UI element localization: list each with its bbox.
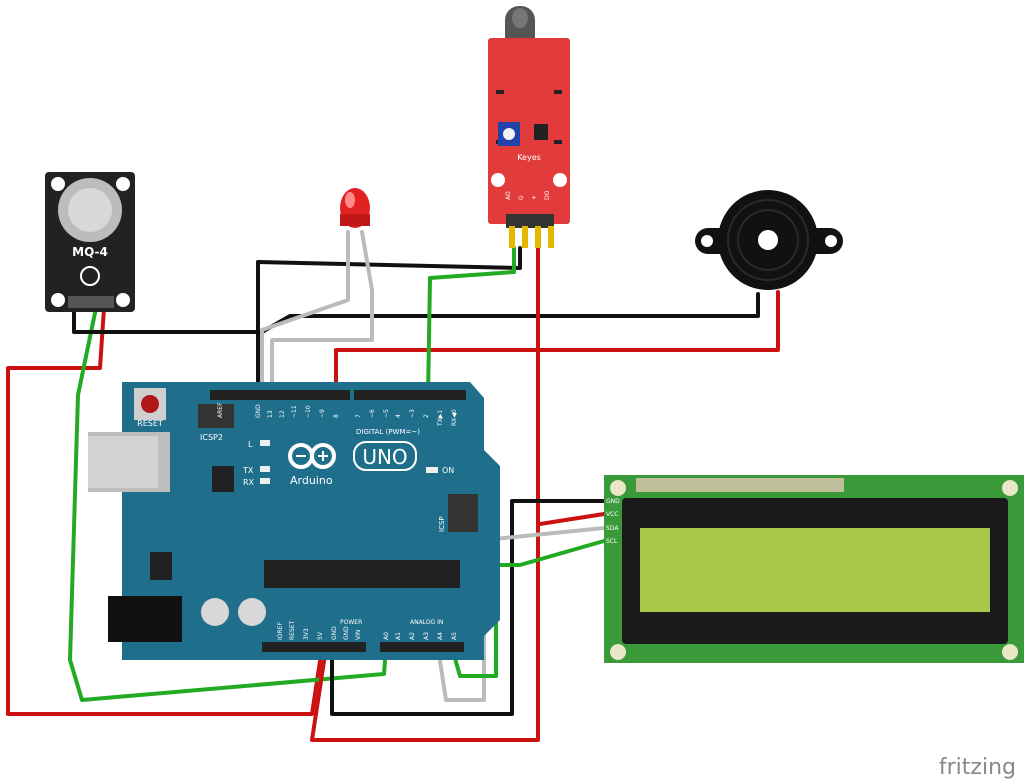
pin-4: 4: [395, 414, 402, 418]
mq4-logo-icon: [80, 266, 100, 286]
led-tx-label: TX: [242, 466, 254, 475]
lcd-pin-header: [636, 478, 844, 492]
digital-header-left: [210, 390, 350, 400]
led-l-label: L: [248, 440, 253, 449]
analog-header: [380, 642, 464, 652]
pin-7: 7: [355, 414, 362, 418]
pin-5: ~5: [383, 409, 390, 418]
wire-lcd-vcc: [538, 512, 606, 526]
wire-mq4-vcc: [6, 306, 324, 716]
pin-12: 12: [279, 410, 286, 418]
pin-2: 2: [423, 414, 430, 418]
pin-13: 13: [267, 410, 274, 418]
power-header: [262, 642, 366, 652]
icsp-label: ICSP: [438, 516, 446, 532]
flame-pin-ao: AO: [505, 191, 512, 200]
digital-label: DIGITAL (PWM=~): [356, 428, 420, 436]
lcd-pin-vcc: VCC: [606, 511, 618, 518]
lcd-16x2-module: GND VCC SDA SCL: [604, 475, 1024, 663]
pin-a1: A1: [395, 632, 402, 640]
power-label: POWER: [340, 619, 362, 626]
arduino-logo-icon: [288, 443, 336, 469]
wire-mq4-gnd: [72, 306, 264, 334]
pin-a0: A0: [383, 632, 390, 640]
lcd-pin-scl: SCL: [606, 538, 618, 545]
pin-5v: 5V: [317, 631, 324, 640]
digital-header-right: [354, 390, 466, 400]
uno-label: UNO: [362, 445, 407, 469]
mq4-label: MQ-4: [72, 245, 108, 259]
wire-led-a: [260, 230, 350, 400]
led-rx-label: RX: [243, 478, 255, 487]
reset-label: RESET: [137, 419, 163, 428]
pin-6: ~6: [369, 409, 376, 418]
piezo-buzzer: [695, 190, 843, 290]
flame-pin-plus: +: [531, 195, 538, 200]
pin-11: ~11: [291, 405, 298, 418]
pin-tx1: TX▶1: [437, 410, 444, 427]
pin-vin: VIN: [355, 630, 362, 640]
flame-pin-g: G: [518, 195, 525, 200]
power-jack: [108, 596, 182, 642]
arduino-brand: Arduino: [290, 474, 333, 487]
lcd-screen: [640, 528, 990, 612]
flame-brand-label: Keyes: [517, 153, 541, 162]
wire-buzzer-gnd: [260, 292, 760, 334]
lcd-pin-gnd: GND: [606, 498, 620, 505]
led-on-label: ON: [442, 466, 454, 475]
pin-a4: A4: [437, 632, 444, 640]
atmega-chip: [264, 560, 460, 588]
pin-rx0: RX◀0: [451, 409, 458, 426]
wire-mq4-ao: [68, 306, 388, 702]
wire-lcd-sda: [436, 526, 606, 702]
analog-pin-labels: A0 A1 A2 A3 A4 A5: [383, 632, 458, 640]
pin-ioref: IOREF: [277, 622, 284, 640]
fritzing-watermark: fritzing: [939, 755, 1016, 780]
wire-flame-do: [426, 246, 516, 400]
pin-a2: A2: [409, 632, 416, 640]
flame-pin-do: DO: [544, 190, 551, 200]
wire-buzzer-signal: [334, 290, 780, 400]
flame-sensor-module: Keyes AO G + DO: [488, 6, 570, 248]
pin-gnd-1: GND: [331, 626, 338, 640]
pin-reset-bottom: RESET: [289, 620, 296, 640]
wire-led-b: [270, 230, 374, 400]
lcd-pin-sda: SDA: [606, 525, 619, 532]
wire-gnd-bus: [256, 246, 522, 400]
pin-gnd-2: GND: [343, 626, 350, 640]
arduino-uno-board: RESET ICSP2 AREF GND 13 12 ~11 ~10 ~9 8 …: [88, 382, 500, 660]
wire-flame-vcc: [310, 246, 540, 742]
analog-label: ANALOG IN: [410, 619, 443, 626]
power-pin-labels: IOREF RESET 3V3 5V GND GND VIN: [277, 620, 362, 640]
pin-a5: A5: [451, 632, 458, 640]
mq4-gas-sensor: MQ-4: [45, 172, 135, 312]
top-pin-labels: AREF GND 13 12 ~11 ~10 ~9 8 7 ~6 ~5 4 ~3…: [217, 402, 458, 427]
pin-9: ~9: [319, 409, 326, 418]
icsp2-label: ICSP2: [200, 433, 223, 442]
pin-3: ~3: [409, 409, 416, 418]
wire-lcd-gnd: [330, 499, 606, 716]
pin-a3: A3: [423, 632, 430, 640]
pin-8: 8: [333, 414, 340, 418]
pin-gnd-top: GND: [255, 404, 262, 418]
pin-10: ~10: [305, 405, 312, 418]
red-led: [340, 188, 370, 228]
pin-aref: AREF: [217, 402, 224, 418]
pin-3v3: 3V3: [303, 628, 310, 640]
